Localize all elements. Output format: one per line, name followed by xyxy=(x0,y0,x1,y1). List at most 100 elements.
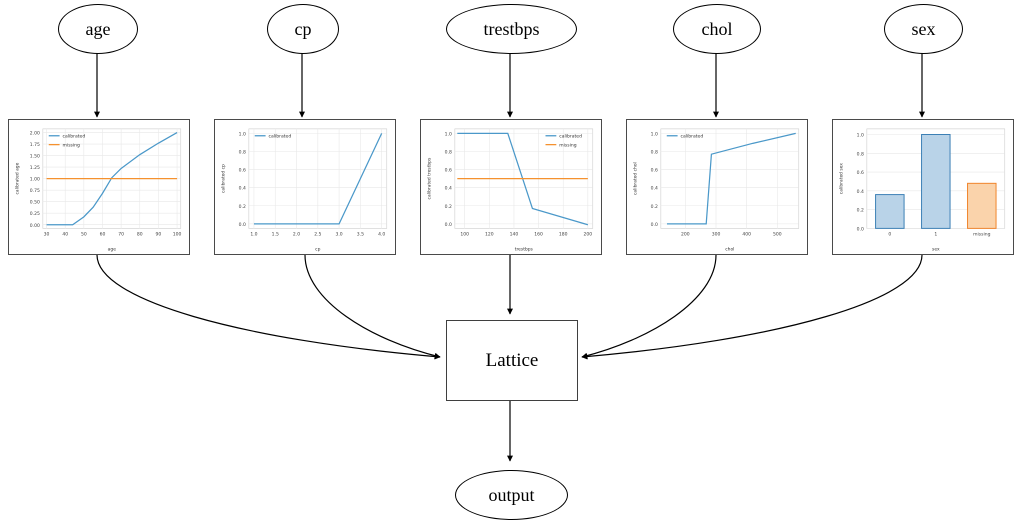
plot-area xyxy=(660,128,800,229)
xtick-label: 200 xyxy=(584,231,593,237)
xtick-label: 100 xyxy=(173,231,182,237)
xtick-label: 4.0 xyxy=(378,231,385,237)
ytick-label: 0.4 xyxy=(651,186,658,192)
xtick-label: 2.5 xyxy=(314,231,321,237)
ytick-label: 0.0 xyxy=(651,222,658,228)
xtick-label: 50 xyxy=(81,231,87,237)
ytick-label: 0.4 xyxy=(445,186,452,192)
ytick-label: 1.50 xyxy=(30,154,40,160)
legend-label: missing xyxy=(63,142,80,148)
chart-cp: 0.0 0.2 0.4 0.6 0.8 1.0 calibrated cp 1.0 1.5 2.0… xyxy=(221,128,388,253)
node-trestbps[interactable]: trestbps xyxy=(446,4,577,54)
xtick-label: 2.0 xyxy=(293,231,300,237)
node-chol[interactable]: chol xyxy=(673,4,761,54)
x-axis-label: age xyxy=(108,248,117,253)
y-axis-label: calibrated cp xyxy=(221,164,227,193)
node-sex[interactable]: sex xyxy=(884,4,963,54)
xtick-label: 1.5 xyxy=(272,231,279,237)
ytick-label: 0.00 xyxy=(30,223,40,229)
xtick-label: 160 xyxy=(534,231,543,237)
xtick-label: 300 xyxy=(712,231,721,237)
ytick-label: 0.2 xyxy=(239,204,246,210)
node-age[interactable]: age xyxy=(58,4,138,54)
series-calibrated xyxy=(253,133,383,225)
ytick-label: 0.8 xyxy=(651,150,658,156)
xtick-label: 60 xyxy=(100,231,106,237)
x-axis-label: cp xyxy=(315,248,320,253)
xtick-label: 1 xyxy=(934,231,937,237)
ytick-label: 0.25 xyxy=(30,211,40,217)
ytick-label: 0.2 xyxy=(651,204,658,210)
xtick-label: 180 xyxy=(559,231,568,237)
series-calibrated xyxy=(457,132,589,226)
panel-cp: 0.0 0.2 0.4 0.6 0.8 1.0 calibrated cp 1.0 1.5 2.0… xyxy=(214,119,396,255)
xtick-label: 80 xyxy=(137,231,143,237)
xtick-label: 90 xyxy=(156,231,162,237)
node-chol-label: chol xyxy=(701,18,733,39)
xtick-label: 100 xyxy=(460,231,469,237)
ytick-label: 2.00 xyxy=(30,131,40,137)
chart-age: 0.00 0.25 0.50 0.75 1.00 1.25 1.50 1.75 2.00 cali… xyxy=(15,128,182,253)
node-age-label: age xyxy=(85,18,111,39)
ytick-label: 0.6 xyxy=(445,168,452,174)
node-lattice[interactable]: Lattice xyxy=(446,320,578,401)
y-axis-label: calibrated trestbps xyxy=(427,157,433,199)
ytick-label: 0.6 xyxy=(651,168,658,174)
ytick-label: 1.00 xyxy=(30,177,40,183)
y-axis-label: calibrated age xyxy=(15,162,21,194)
xtick-label: 0 xyxy=(888,231,891,237)
y-axis-label: calibrated chol xyxy=(633,162,639,195)
ytick-label: 0.2 xyxy=(857,208,864,214)
xtick-label: 30 xyxy=(44,231,50,237)
ytick-label: 1.0 xyxy=(239,131,246,137)
node-lattice-label: Lattice xyxy=(485,349,539,371)
node-trestbps-label: trestbps xyxy=(483,18,540,39)
ytick-label: 0.2 xyxy=(445,204,452,210)
xtick-label: 200 xyxy=(681,231,690,237)
ytick-label: 1.75 xyxy=(30,142,40,148)
bar xyxy=(875,194,905,229)
series-calibrated xyxy=(666,132,796,225)
node-cp[interactable]: cp xyxy=(267,4,339,54)
edge-cp-plot-to-lattice xyxy=(304,254,441,359)
xtick-label: 500 xyxy=(773,231,782,237)
xtick-label: 140 xyxy=(510,231,519,237)
node-output[interactable]: output xyxy=(455,470,568,520)
node-output-label: output xyxy=(488,484,535,505)
x-axis-label: chol xyxy=(725,247,734,253)
edge-age-plot-to-lattice xyxy=(96,254,441,360)
legend-label: missing xyxy=(559,142,576,148)
ytick-label: 0.8 xyxy=(857,151,864,157)
x-axis-label: sex xyxy=(932,248,940,253)
ytick-label: 1.0 xyxy=(857,133,864,139)
xtick-label: 120 xyxy=(485,231,494,237)
ytick-label: 0.0 xyxy=(239,222,246,228)
node-sex-label: sex xyxy=(911,18,936,39)
ytick-label: 0.0 xyxy=(857,226,864,232)
ytick-label: 1.0 xyxy=(445,131,452,137)
ytick-label: 1.0 xyxy=(651,131,658,137)
xtick-label: missing xyxy=(973,231,990,237)
ytick-label: 0.8 xyxy=(239,150,246,156)
series-calibrated xyxy=(46,132,178,226)
ytick-label: 0.50 xyxy=(30,200,40,206)
legend-label: calibrated xyxy=(559,134,582,140)
legend-label: calibrated xyxy=(681,134,704,140)
edge-sex-plot-to-lattice xyxy=(581,254,923,360)
xtick-label: 3.0 xyxy=(336,231,343,237)
ytick-label: 1.25 xyxy=(30,165,40,171)
bar xyxy=(967,182,997,229)
ytick-label: 0.8 xyxy=(445,150,452,156)
node-cp-label: cp xyxy=(294,18,312,39)
xtick-label: 40 xyxy=(62,231,68,237)
ytick-label: 0.4 xyxy=(239,186,246,192)
xtick-label: 1.0 xyxy=(250,231,257,237)
ytick-label: 0.6 xyxy=(239,168,246,174)
ytick-label: 0.75 xyxy=(30,188,40,194)
